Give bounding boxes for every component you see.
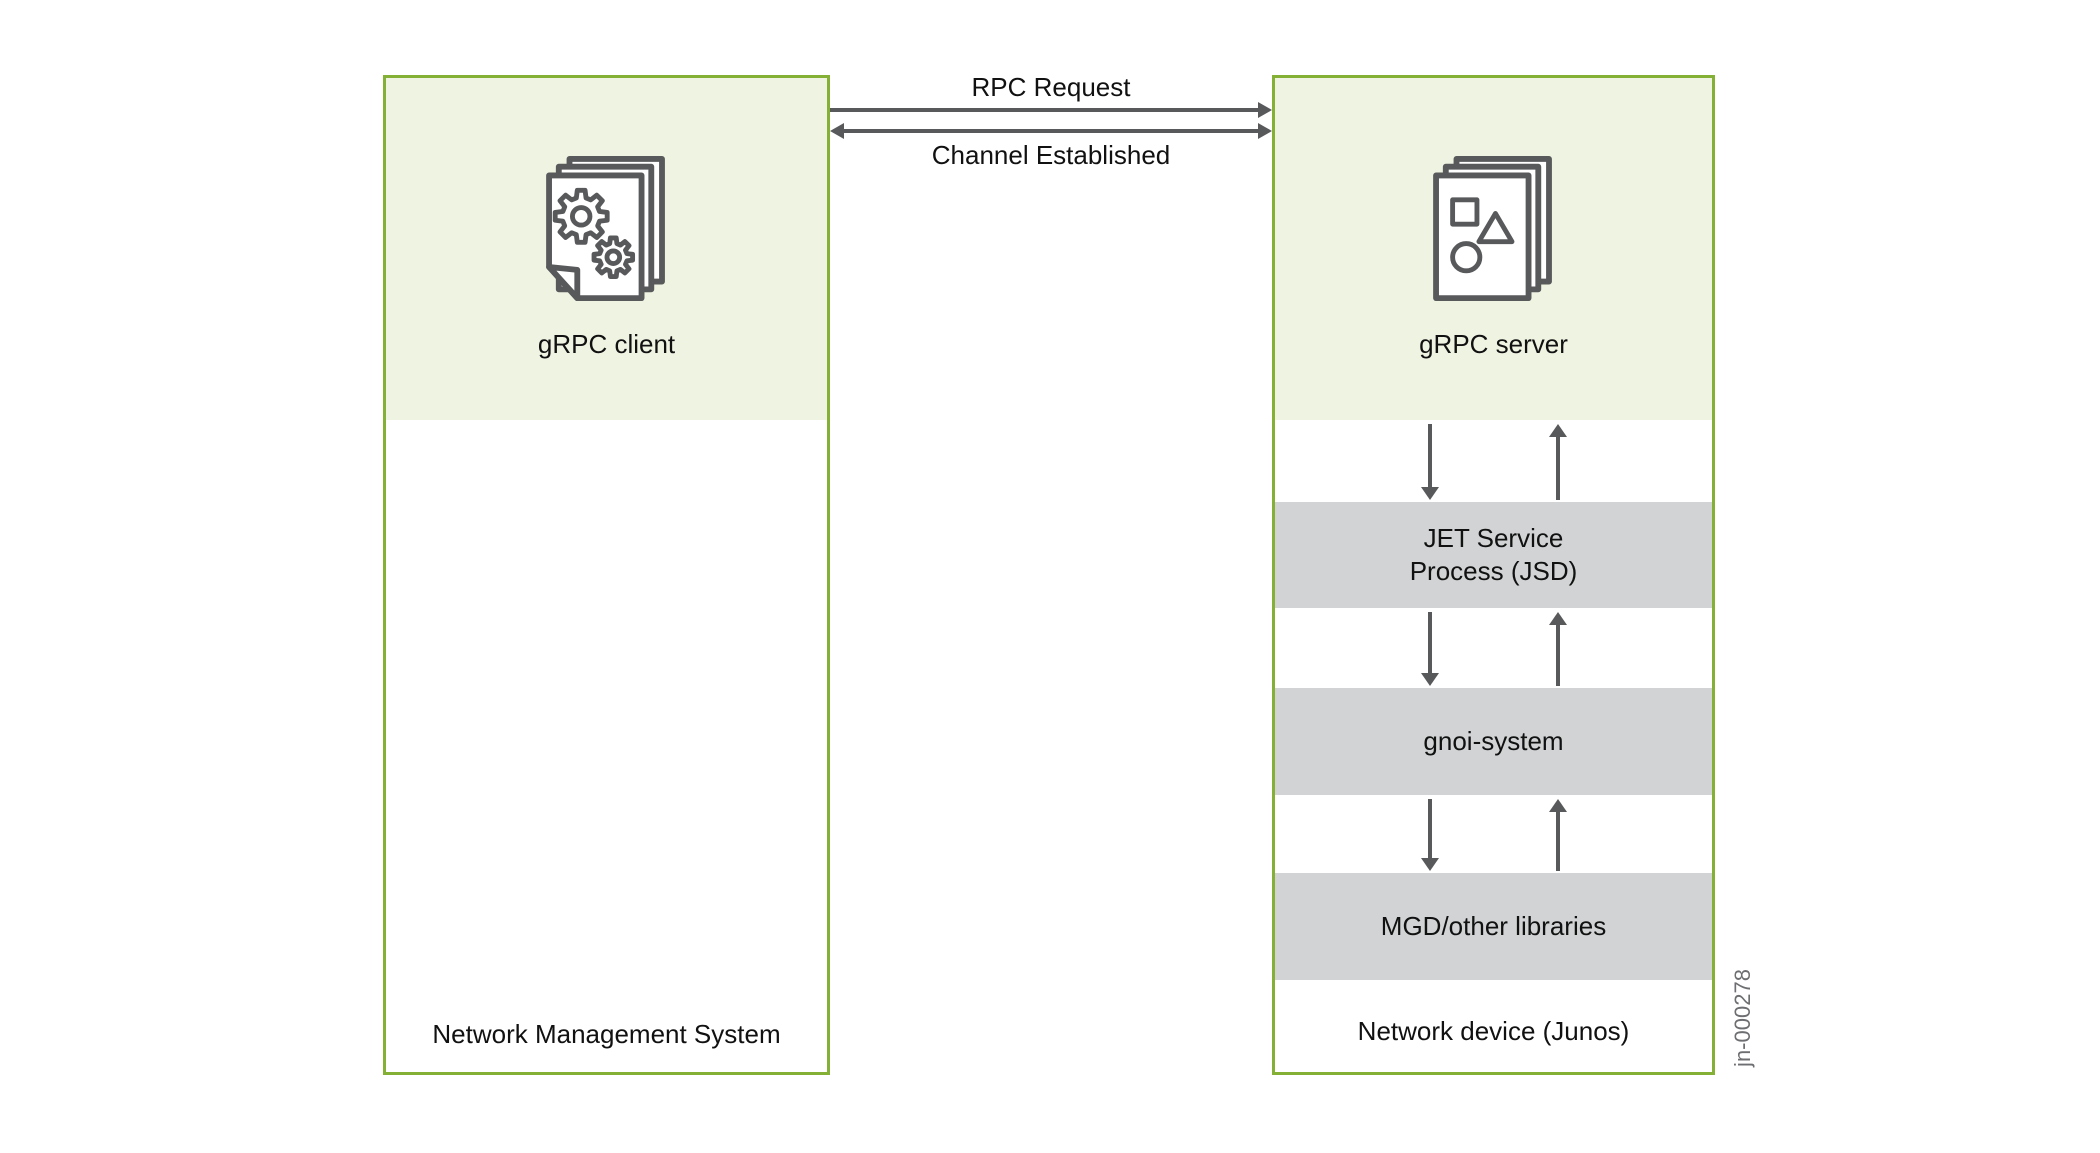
arrow-down bbox=[1420, 612, 1440, 686]
circle-glyph bbox=[1450, 241, 1483, 274]
layer-mgd-libraries: MGD/other libraries bbox=[1275, 873, 1712, 980]
arrow-shaft bbox=[830, 108, 1259, 112]
channel-established-label: Channel Established bbox=[931, 140, 1171, 170]
grpc-client-label: gRPC client bbox=[537, 329, 676, 359]
gap-gnoi-mgd bbox=[1275, 795, 1712, 873]
server-box-caption: Network device (Junos) bbox=[1357, 1015, 1630, 1046]
rpc-request-label: RPC Request bbox=[971, 72, 1131, 102]
figure-id: jn-000278 bbox=[1730, 969, 1755, 1067]
arrow-shaft bbox=[843, 129, 1259, 133]
gap-server-jet bbox=[1275, 420, 1712, 502]
triangle-glyph bbox=[1476, 210, 1515, 245]
documents-gears-icon bbox=[546, 155, 665, 302]
arrowhead-right-icon bbox=[1258, 123, 1272, 139]
arrow-up bbox=[1548, 799, 1568, 871]
arrowhead-right-icon bbox=[1258, 102, 1272, 118]
documents-shapes-icon bbox=[1433, 155, 1552, 302]
rpc-request-arrow bbox=[830, 102, 1272, 118]
arrow-down bbox=[1420, 424, 1440, 500]
connection-arrows: RPC Request Channel Established bbox=[830, 70, 1272, 182]
client-box: gRPC client Network Management System bbox=[383, 75, 830, 1075]
arrow-up bbox=[1548, 424, 1568, 500]
client-box-caption: Network Management System bbox=[432, 1019, 781, 1049]
gear-small-hole bbox=[604, 248, 623, 266]
square-glyph bbox=[1450, 197, 1480, 227]
client-box-header: gRPC client bbox=[386, 78, 827, 420]
page-fold bbox=[546, 264, 581, 302]
gear-large-hole bbox=[569, 205, 593, 228]
arrowhead-left-icon bbox=[830, 123, 844, 139]
arrow-up bbox=[1548, 612, 1568, 686]
layer-jet-service: JET Service Process (JSD) bbox=[1275, 502, 1712, 608]
server-box: gRPC server JET Service Process (JSD) gn… bbox=[1272, 75, 1715, 1075]
arrow-down bbox=[1420, 799, 1440, 871]
layer-gnoi-system: gnoi-system bbox=[1275, 688, 1712, 795]
grpc-server-label: gRPC server bbox=[1419, 329, 1568, 359]
gap-jet-gnoi bbox=[1275, 608, 1712, 688]
server-box-header: gRPC server bbox=[1275, 78, 1712, 420]
channel-established-arrow bbox=[830, 123, 1272, 139]
